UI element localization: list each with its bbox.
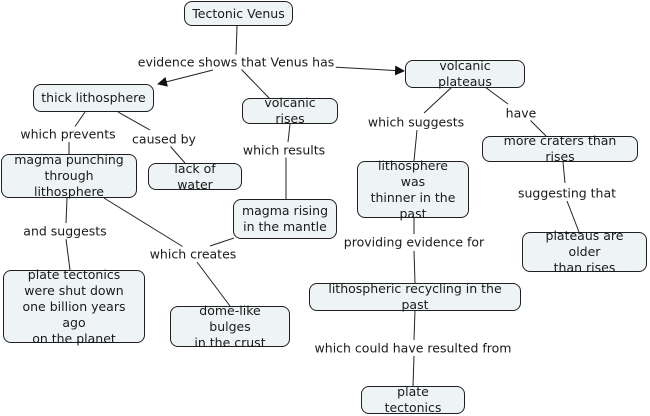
edge-thick-to-causedby <box>117 111 151 131</box>
edge-have-to-craters <box>529 119 547 137</box>
link-could-have-resulted: which could have resulted from <box>313 340 513 356</box>
link-which-prevents: which prevents <box>19 126 117 142</box>
link-which-creates: which creates <box>148 246 238 262</box>
edge-recycling-to-resulted <box>413 309 416 341</box>
link-evidence-shows: evidence shows that Venus has <box>136 54 336 70</box>
concept-dome-bulges[interactable]: dome-like bulges in the crust <box>170 303 290 350</box>
concept-magma-rising[interactable]: magma rising in the mantle <box>233 199 337 239</box>
concept-lithospheric-recycling[interactable]: lithospheric recycling in the past <box>309 281 521 312</box>
concept-plate-tectonics-shut-down[interactable]: plate tectonics were shut down one billi… <box>3 267 145 346</box>
concept-tectonic-venus[interactable]: Tectonic Venus <box>184 1 293 26</box>
link-and-suggests: and suggests <box>22 223 108 239</box>
edge-label-to-rises <box>240 68 271 100</box>
edge-plateaus-to-suggests <box>423 86 453 114</box>
link-suggesting-that: suggesting that <box>516 185 618 201</box>
concept-plateaus-older[interactable]: plateaus are older than rises <box>522 228 647 275</box>
edge-providing-to-recycling <box>413 250 416 284</box>
edge-root-to-label <box>235 25 238 57</box>
link-providing-evidence: providing evidence for <box>342 234 486 250</box>
edge-magma-to-creates <box>103 197 186 249</box>
concept-thick-lithosphere[interactable]: thick lithosphere <box>33 84 154 112</box>
edge-resulted-to-plate <box>412 355 415 387</box>
edge-craters-to-suggesting <box>562 161 566 184</box>
edge-label-to-plateaus <box>331 65 405 76</box>
concept-more-craters[interactable]: more craters than rises <box>482 133 638 164</box>
concept-plate-tectonics[interactable]: plate tectonics <box>361 384 465 415</box>
edge-rises-to-results <box>287 123 291 143</box>
link-which-suggests: which suggests <box>366 114 466 130</box>
edge-suggests-to-thinner <box>413 129 418 162</box>
concept-magma-punching[interactable]: magma punching through lithosphere <box>1 152 137 199</box>
concept-lack-of-water[interactable]: lack of water <box>148 161 242 192</box>
edge-suggesting-to-older <box>566 200 580 233</box>
link-caused-by: caused by <box>131 131 197 147</box>
edge-plateaus-to-have <box>484 86 509 105</box>
edge-thick-to-prevents <box>73 111 86 129</box>
concept-volcanic-plateaus[interactable]: volcanic plateaus <box>405 58 525 89</box>
edge-rising-to-creates <box>209 237 235 247</box>
edge-andsuggests-to-shut <box>65 238 71 271</box>
edge-causedby-to-water <box>169 145 186 164</box>
edge-magma-to-andsuggests <box>65 197 68 224</box>
edge-creates-to-dome <box>196 261 231 307</box>
edge-label-to-thick <box>157 69 214 87</box>
concept-volcanic-rises[interactable]: volcanic rises <box>242 95 338 126</box>
concept-lithosphere-thinner[interactable]: lithosphere was thinner in the past <box>357 158 469 221</box>
link-have: have <box>504 105 538 121</box>
link-which-results: which results <box>241 142 327 158</box>
